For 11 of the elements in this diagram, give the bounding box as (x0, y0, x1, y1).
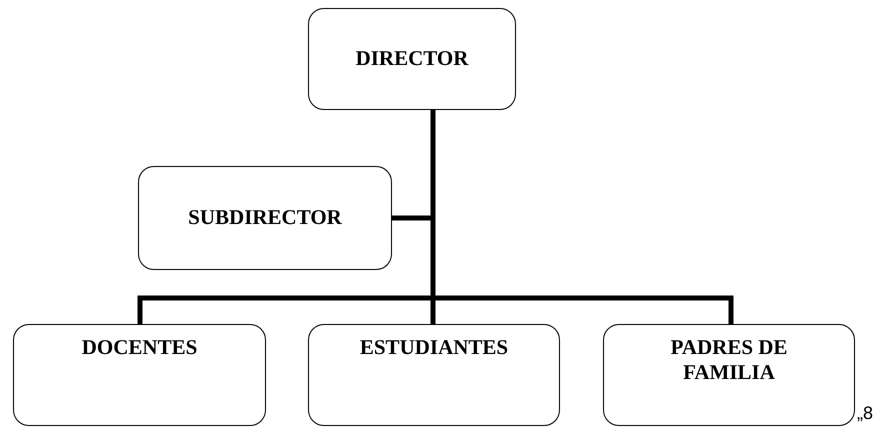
node-label: DOCENTES (82, 335, 198, 360)
node-label: ESTUDIANTES (360, 335, 508, 360)
org-box (13, 324, 266, 426)
page-number: „8 (857, 403, 874, 424)
org-box (603, 324, 855, 426)
node-label: PADRES DE FAMILIA (670, 335, 788, 386)
org-box (308, 324, 560, 426)
director-box (308, 8, 516, 110)
org-box (138, 166, 392, 270)
node-label: SUBDIRECTOR (188, 205, 342, 231)
node-label: DIRECTOR (356, 46, 468, 72)
